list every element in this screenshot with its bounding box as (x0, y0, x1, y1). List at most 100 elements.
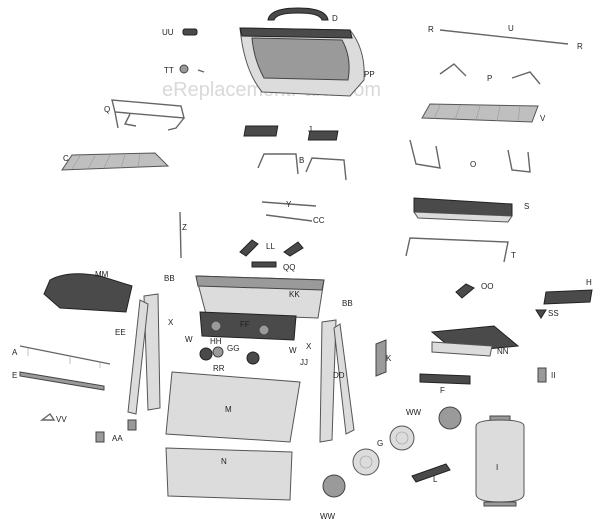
label-a: A (12, 348, 18, 357)
part-m-panel (165, 371, 301, 443)
label-rr: RR (213, 364, 225, 373)
label-nn: NN (497, 347, 509, 356)
part-g-burner-grates (352, 425, 415, 476)
label-h: H (586, 278, 592, 287)
label-ss: SS (548, 309, 559, 318)
part-cc-rod (265, 214, 313, 222)
label-x-right: X (306, 342, 312, 351)
label-pp: PP (364, 70, 375, 79)
label-g: G (377, 439, 383, 448)
label-e: E (12, 371, 17, 380)
part-y-rod (261, 201, 317, 207)
label-p: P (487, 74, 492, 83)
label-l: L (433, 475, 438, 484)
label-d: D (332, 14, 338, 23)
part-t-bar (405, 237, 509, 263)
part-z-rod (179, 211, 182, 259)
part-ll-valves (239, 239, 304, 257)
part-ss-cup (535, 309, 547, 319)
label-bb-left: BB (164, 274, 175, 283)
part-k-bracket (375, 339, 387, 377)
part-hh-knob (199, 347, 213, 361)
label-cc: CC (313, 216, 325, 225)
part-p-rack (439, 63, 541, 85)
label-uu: UU (162, 28, 174, 37)
label-b: B (299, 156, 304, 165)
label-dd: DD (333, 371, 345, 380)
label-ww-lower: WW (320, 512, 336, 521)
label-ii: II (551, 371, 555, 380)
label-qq: QQ (283, 263, 295, 272)
part-n-bottom-panel (165, 447, 293, 501)
label-c: C (63, 154, 69, 163)
label-v: V (540, 114, 546, 123)
label-u: U (508, 24, 514, 33)
part-b-supports (257, 153, 347, 181)
part-ww-burner-lower (322, 474, 346, 498)
part-oo-regulator (455, 283, 475, 299)
part-e-bar (19, 371, 105, 391)
part-dd-right-leg (319, 319, 355, 443)
part-j-brackets (243, 125, 339, 141)
part-d-lid-handle (267, 7, 329, 21)
part-qq-plate (251, 261, 277, 268)
label-k: K (386, 354, 392, 363)
part-s-tray (413, 197, 513, 223)
part-aa-caster (95, 419, 137, 443)
part-mm-side-shelf (43, 273, 133, 313)
label-t: T (511, 251, 516, 260)
label-r-right: R (577, 42, 583, 51)
label-j: J (308, 125, 312, 134)
label-i: I (496, 463, 498, 472)
part-ii-igniter (537, 367, 547, 383)
part-ee-left-leg (127, 293, 161, 415)
label-ff: FF (240, 320, 250, 329)
label-r-left: R (428, 25, 434, 34)
part-h-plate (543, 289, 593, 305)
part-kk-firebox (195, 275, 325, 319)
label-o: O (470, 160, 476, 169)
part-o-rack (409, 139, 531, 173)
label-y: Y (286, 200, 292, 209)
label-w-left: W (185, 335, 193, 344)
part-c-cooking-grate (61, 152, 170, 171)
label-aa: AA (112, 434, 123, 443)
label-ll: LL (266, 242, 275, 251)
part-nn-side-burner (430, 325, 520, 357)
part-uu-screw (182, 28, 198, 36)
part-a-bar (19, 345, 111, 368)
part-i-propane-tank (475, 415, 525, 507)
label-q: Q (104, 105, 110, 114)
part-q-warming-rack (111, 99, 185, 131)
label-f: F (440, 386, 445, 395)
part-ff-control-panel (199, 311, 297, 341)
label-gg: GG (227, 344, 239, 353)
part-u-rod (439, 29, 569, 45)
label-jj: JJ (300, 358, 308, 367)
label-hh: HH (210, 337, 222, 346)
part-vv-clip (39, 412, 56, 421)
part-f-burner (419, 373, 471, 385)
part-tt-thermometer (179, 64, 205, 74)
label-n: N (221, 457, 227, 466)
label-kk: KK (289, 290, 300, 299)
label-m: M (225, 405, 232, 414)
label-mm: MM (95, 270, 109, 279)
label-w-right: W (289, 346, 297, 355)
part-l-bracket (411, 463, 451, 483)
label-vv: VV (56, 415, 67, 424)
part-gg-igniter (212, 346, 224, 358)
label-x-left: X (168, 318, 174, 327)
part-ww-burner-upper (438, 406, 462, 430)
part-pp-lid (239, 27, 365, 97)
label-ww-upper: WW (406, 408, 422, 417)
label-z: Z (182, 223, 187, 232)
label-oo: OO (481, 282, 493, 291)
label-tt: TT (164, 66, 174, 75)
part-v-grate (421, 103, 539, 123)
label-ee: EE (115, 328, 126, 337)
label-s: S (524, 202, 529, 211)
label-bb-right: BB (342, 299, 353, 308)
part-rr-knob (246, 351, 260, 365)
